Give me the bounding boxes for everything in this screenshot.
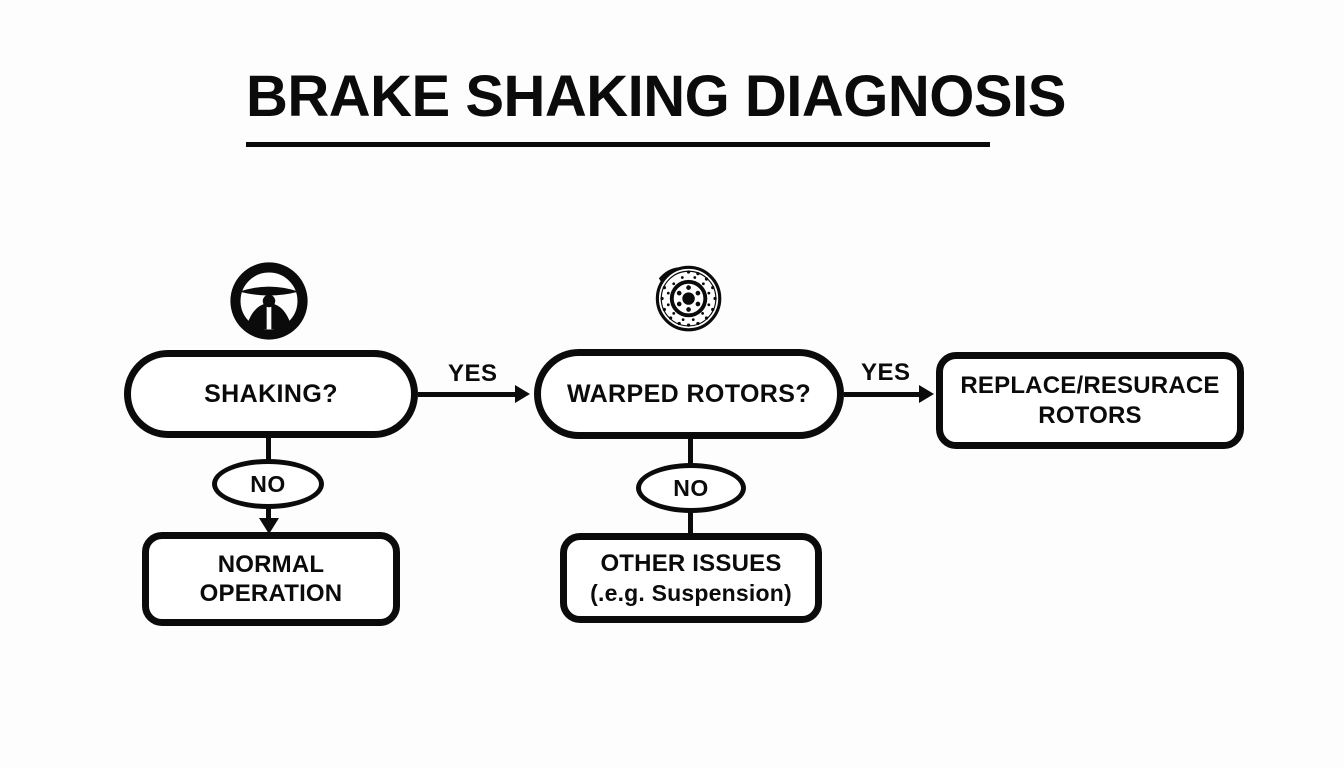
edge-no-warped-lower-segment bbox=[688, 510, 693, 536]
edge-yes-warped-to-replace bbox=[844, 392, 920, 397]
decision-node-warped-rotors-label: WARPED ROTORS? bbox=[566, 379, 812, 408]
outcome-node-normal-operation[interactable]: NORMAL OPERATION bbox=[142, 532, 400, 626]
outcome-node-replace-rotors-label: REPLACE/RESURACE ROTORS bbox=[960, 372, 1220, 429]
edge-no-shaking-upper-segment bbox=[266, 437, 271, 463]
page-title: BRAKE SHAKING DIAGNOSIS bbox=[246, 63, 1066, 147]
arrowhead-right-icon bbox=[515, 385, 530, 403]
outcome-node-other-issues-subtitle: (.e.g. Suspension) bbox=[590, 579, 792, 606]
edge-label-no-shaking: NO bbox=[212, 459, 324, 509]
outcome-node-replace-rotors[interactable]: REPLACE/RESURACE ROTORS bbox=[936, 352, 1244, 449]
steering-wheel-icon bbox=[225, 262, 313, 340]
edge-label-yes-warped: YES bbox=[861, 359, 911, 386]
title-underline-rule bbox=[246, 142, 990, 147]
arrowhead-down-icon bbox=[259, 518, 279, 534]
edge-no-warped-upper-segment bbox=[688, 438, 693, 466]
edge-label-yes-shaking: YES bbox=[448, 360, 498, 387]
page-title-text: BRAKE SHAKING DIAGNOSIS bbox=[246, 64, 1066, 129]
outcome-node-other-issues-title: OTHER ISSUES bbox=[600, 550, 782, 578]
edge-label-no-warped: NO bbox=[636, 463, 746, 513]
outcome-node-other-issues-label: OTHER ISSUES (.e.g. Suspension) bbox=[580, 549, 802, 606]
edge-no-shaking-lower-segment bbox=[266, 506, 271, 528]
brake-rotor-icon bbox=[645, 258, 729, 336]
decision-node-warped-rotors[interactable]: WARPED ROTORS? bbox=[534, 349, 844, 439]
edge-yes-shaking-to-warped bbox=[418, 392, 518, 397]
decision-node-shaking-label: SHAKING? bbox=[204, 379, 338, 408]
decision-node-shaking[interactable]: SHAKING? bbox=[124, 350, 418, 438]
outcome-node-normal-operation-label: NORMAL OPERATION bbox=[199, 550, 343, 607]
outcome-node-other-issues[interactable]: OTHER ISSUES (.e.g. Suspension) bbox=[560, 533, 822, 623]
arrowhead-right-icon bbox=[919, 385, 934, 403]
